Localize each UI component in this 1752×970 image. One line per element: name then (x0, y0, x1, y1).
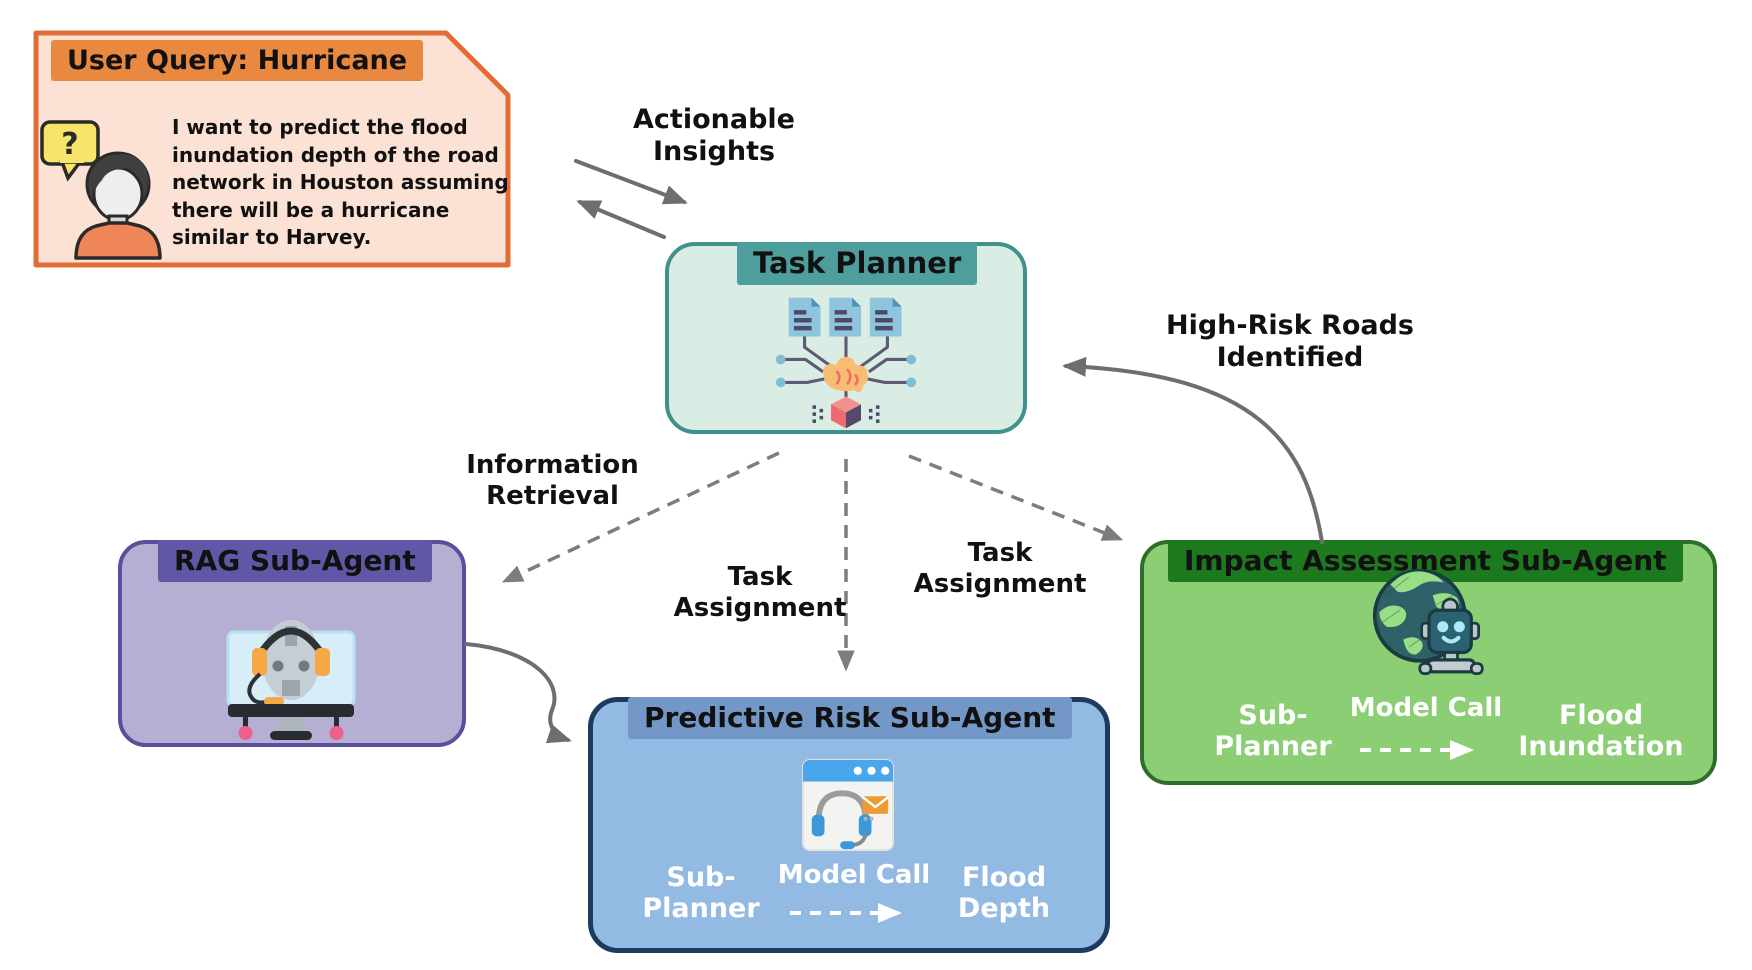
edge-label-task-assignment-right: Task Assignment (913, 538, 1087, 599)
edge-label-task-assignment-left: Task Assignment (673, 562, 847, 623)
arrow-rag-to-risk (464, 642, 572, 744)
question-mark-glyph: ? (61, 127, 78, 162)
impact-globe-robot-icon (1372, 568, 1484, 676)
risk-model-call-label: Model Call (777, 860, 931, 890)
predictive-risk-sub-agent-title: Predictive Risk Sub-Agent (628, 697, 1072, 740)
user-query-box (33, 30, 511, 268)
risk-output-label: Flood Depth (957, 862, 1051, 925)
task-planner-icon (775, 297, 917, 429)
risk-sub-planner-label: Sub-Planner (642, 862, 760, 925)
rag-robot-monitor-icon (226, 620, 356, 740)
user-query-title: User Query: Hurricane (51, 40, 424, 82)
predictive-risk-agent-icon (801, 758, 895, 852)
edge-label-actionable-insights: Actionable Insights (633, 104, 795, 167)
dashed-arrow-planner-to-impact (908, 454, 1124, 541)
impact-model-call-label: Model Call (1349, 693, 1503, 723)
impact-output-label: Flood Inundation (1518, 700, 1684, 763)
edge-label-information-retrieval: Information Retrieval (466, 450, 639, 511)
user-query-text: I want to predict the flood inundation d… (172, 115, 509, 250)
arrow-planner-to-user (576, 200, 666, 239)
rag-sub-agent-title: RAG Sub-Agent (158, 540, 432, 583)
task-planner-title: Task Planner (737, 242, 978, 286)
edge-label-high-risk-roads: High-Risk Roads Identified (1165, 310, 1415, 373)
predictive-risk-sub-agent-box (588, 697, 1110, 953)
impact-sub-planner-label: Sub-Planner (1214, 700, 1332, 763)
user-person-icon: ? (40, 120, 162, 260)
arrow-impact-to-planner (1062, 356, 1324, 544)
